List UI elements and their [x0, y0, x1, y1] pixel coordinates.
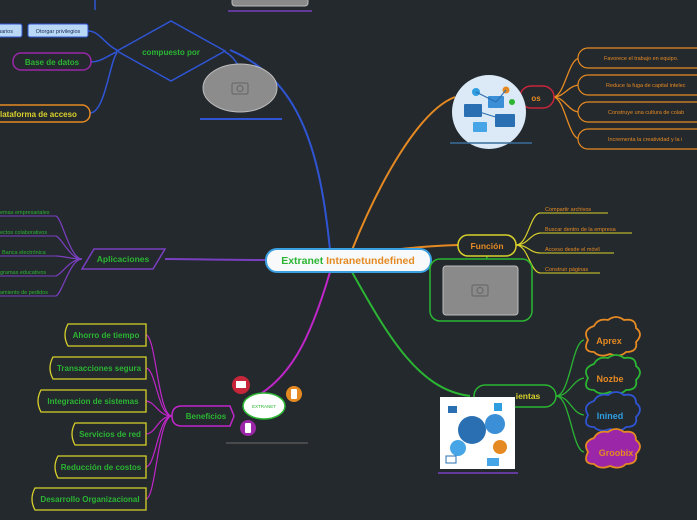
svg-text:Reduce la fuga de capital inte: Reduce la fuga de capital intelec	[606, 83, 686, 89]
beneficio-item-5: Reducción de costos	[54, 455, 147, 479]
svg-text:ectos colaborativos: ectos colaborativos	[0, 230, 47, 236]
svg-text:EXTRANET: EXTRANET	[252, 404, 276, 409]
extranet-illustration: EXTRANET	[232, 376, 302, 436]
svg-text:Desarrollo Organizacional: Desarrollo Organizacional	[40, 495, 139, 504]
top-image-placeholder	[231, 0, 309, 7]
svg-text:Nozbe: Nozbe	[597, 374, 624, 384]
funcion-node	[457, 234, 517, 257]
svg-text:os: os	[531, 94, 541, 103]
branch-aplicaciones	[164, 258, 269, 261]
beneficio-item-2: Transacciones segura	[49, 356, 147, 380]
svg-text:Base de datos: Base de datos	[25, 58, 80, 67]
beneficios-section: Beneficios Ahorro de tiempo Transaccione…	[31, 323, 308, 511]
funcion-section: Función Compartir archivos Buscar dentro…	[429, 207, 632, 322]
os-item-4	[577, 128, 697, 150]
svg-text:lataforma de acceso: lataforma de acceso	[0, 110, 77, 119]
svg-text:amiento de pedidos: amiento de pedidos	[0, 290, 48, 296]
svg-text:Función: Función	[470, 241, 503, 251]
svg-text:Aprex: Aprex	[596, 336, 622, 346]
cloud-nozbe[interactable]: Nozbe	[585, 354, 641, 395]
svg-text:Otorgar privilegios: Otorgar privilegios	[36, 29, 81, 35]
cloud-groobix[interactable]: Groobix	[585, 428, 641, 469]
compuesto-section: compuesto por uarios Otorgar privilegios…	[0, 0, 282, 123]
base-de-datos-node	[12, 52, 92, 71]
branch-os	[351, 96, 456, 251]
svg-text:Groobix: Groobix	[599, 448, 634, 458]
os-section: os Favorece el trabajo en equipo. Reduce…	[450, 47, 697, 150]
os-item-3	[577, 101, 697, 123]
svg-text:Construye una cultura de colab: Construye una cultura de colab	[608, 110, 684, 116]
svg-text:Buscar dentro de la empresa: Buscar dentro de la empresa	[545, 227, 617, 233]
svg-text:Extranet Intranetundefined: Extranet Intranetundefined	[281, 255, 415, 267]
os-item-2	[577, 74, 697, 96]
aplicaciones-section: Aplicaciones emas empresariales ectos co…	[0, 210, 167, 297]
cloud-inined[interactable]: Inined	[585, 391, 641, 432]
compuesto-label: compuesto por	[142, 48, 200, 57]
camera-icon	[471, 284, 489, 297]
aplicaciones-node	[80, 248, 167, 270]
svg-text:Servicios de red: Servicios de red	[79, 430, 141, 439]
svg-text:Transacciones segura: Transacciones segura	[57, 364, 142, 373]
camera-placeholder-oval	[202, 63, 278, 113]
usuarios-button	[0, 23, 23, 38]
branch-herramientas	[351, 271, 471, 397]
beneficio-item-1: Ahorro de tiempo	[64, 323, 147, 347]
svg-text:uarios: uarios	[0, 29, 13, 35]
network-illustration	[452, 75, 526, 149]
svg-text:Integracion de sistemas: Integracion de sistemas	[47, 397, 139, 406]
svg-text:Compartir archivos: Compartir archivos	[545, 207, 591, 213]
funcion-image-placeholder	[442, 265, 519, 316]
svg-text:Ahorro de tiempo: Ahorro de tiempo	[73, 331, 140, 340]
beneficios-node	[171, 405, 235, 427]
svg-text:Acceso desde el móvil: Acceso desde el móvil	[545, 247, 600, 253]
central-node[interactable]: Extranet Intranetundefined	[265, 248, 432, 273]
svg-text:emas empresariales: emas empresariales	[0, 210, 50, 216]
svg-text:Aplicaciones: Aplicaciones	[97, 254, 150, 264]
compuesto-diamond	[115, 20, 227, 82]
camera-icon	[231, 82, 249, 95]
plataforma-node	[0, 104, 91, 123]
beneficio-item-6: Desarrollo Organizacional	[31, 487, 147, 511]
beneficio-item-3: Integracion de sistemas	[37, 389, 147, 413]
svg-text:Incrementa la creatividad y la: Incrementa la creatividad y la i	[608, 137, 682, 143]
herramientas-section: ientas Aprex Nozbe Inined Groobix	[438, 316, 641, 474]
branch-compuesto	[229, 49, 331, 251]
svg-text:Inined: Inined	[597, 411, 624, 421]
os-item-1	[577, 47, 697, 69]
beneficio-item-4: Servicios de red	[71, 422, 147, 446]
branch-beneficios	[249, 271, 331, 401]
svg-text:Construir páginas: Construir páginas	[545, 267, 588, 273]
social-media-illustration	[440, 397, 515, 469]
svg-text:ientas: ientas	[516, 391, 541, 401]
svg-text:Favorece el trabajo en equipo.: Favorece el trabajo en equipo.	[604, 56, 679, 62]
cloud-aprex[interactable]: Aprex	[585, 316, 641, 357]
svg-text:Beneficios: Beneficios	[186, 412, 227, 421]
svg-text:Banca electrónica: Banca electrónica	[2, 250, 47, 256]
otorgar-privilegios-button	[27, 23, 89, 38]
svg-text:gramas educativos: gramas educativos	[0, 270, 46, 276]
svg-text:Reducción de costos: Reducción de costos	[61, 463, 142, 472]
